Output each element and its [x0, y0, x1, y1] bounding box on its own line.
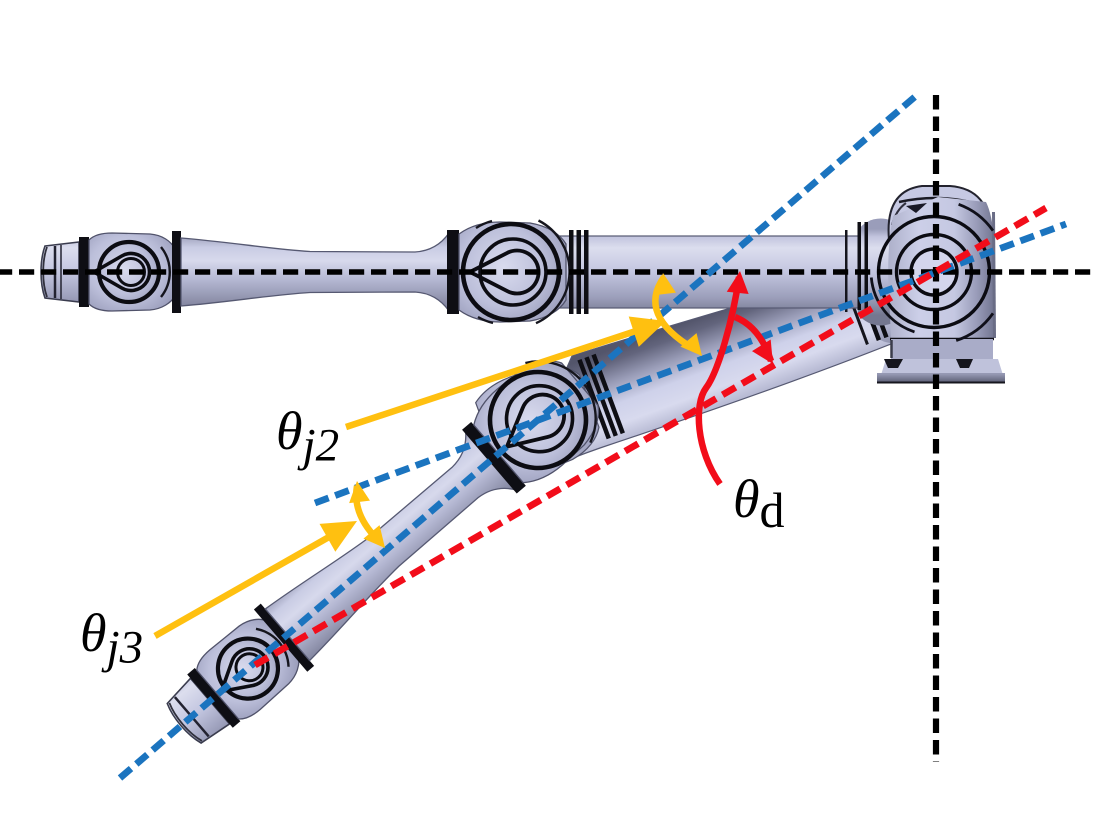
svg-text:θd: θd	[733, 469, 785, 538]
svg-text:θj3: θj3	[80, 603, 143, 674]
svg-text:θj2: θj2	[276, 401, 339, 472]
